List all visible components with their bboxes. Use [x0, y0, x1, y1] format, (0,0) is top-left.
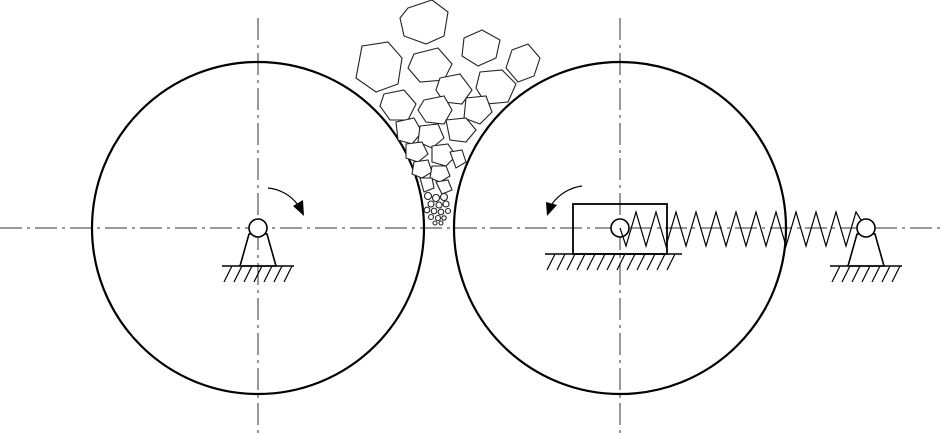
stone [505, 43, 541, 83]
particle [435, 201, 443, 209]
particle [444, 207, 452, 215]
right-pivot-pin [856, 218, 876, 238]
left-pivot-pin [248, 218, 268, 238]
particle [430, 207, 438, 215]
stone [411, 159, 433, 179]
sliding-bearing-block [545, 203, 682, 271]
right-pivot-support [830, 218, 902, 283]
particle [441, 215, 447, 221]
stone [405, 141, 429, 163]
left-ground-hatch [223, 265, 293, 283]
right-roll [452, 60, 788, 396]
left-roll [90, 60, 426, 396]
particle [442, 200, 450, 208]
stone [461, 29, 501, 67]
particle [438, 220, 444, 226]
stone [431, 143, 457, 167]
particle [439, 192, 449, 202]
stone [449, 149, 467, 169]
stone [379, 89, 417, 121]
stone [435, 179, 453, 195]
particle [437, 208, 445, 216]
stone [395, 117, 423, 145]
left-pivot-support [222, 218, 294, 283]
centerlines [0, 18, 945, 434]
particle [427, 200, 435, 208]
slide-ground-hatch [546, 253, 676, 271]
stone [429, 165, 451, 183]
stone [463, 95, 493, 125]
particle [427, 213, 435, 221]
right-ground-hatch [831, 265, 901, 283]
stone [417, 95, 453, 125]
compression-spring [619, 209, 867, 249]
stone [445, 117, 477, 143]
stone [435, 73, 473, 105]
particle [431, 193, 441, 203]
stone [417, 123, 445, 149]
left-rotation-arrow [267, 187, 304, 216]
feed-stones [355, 0, 541, 226]
stone [355, 41, 403, 93]
particle [434, 214, 442, 222]
stone [419, 177, 435, 193]
particle [423, 191, 433, 201]
particle [432, 220, 438, 226]
stone [399, 0, 449, 45]
particle [423, 206, 431, 214]
right-rotation-arrow [546, 185, 583, 216]
